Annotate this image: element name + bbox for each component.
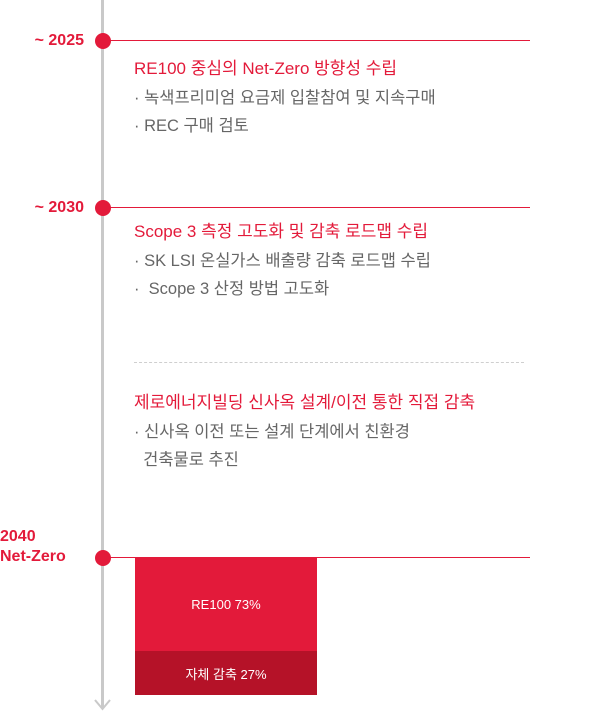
milestone-label-2040: 2040 Net-Zero: [0, 527, 86, 567]
dashed-separator: [134, 362, 524, 363]
milestone-line-2030: [104, 207, 530, 208]
milestone-block-2025: RE100 중심의 Net-Zero 방향성 수립 · 녹색프리미엄 요금제 입…: [134, 57, 436, 140]
milestone-block-2030-sub: 제로에너지빌딩 신사옥 설계/이전 통한 직접 감축 · 신사옥 이전 또는 설…: [134, 391, 475, 474]
block-title: 제로에너지빌딩 신사옥 설계/이전 통한 직접 감축: [134, 393, 476, 412]
milestone-year: 2040: [0, 528, 36, 545]
bar-label: 자체 감축 27%: [185, 666, 267, 682]
milestone-dot-2040: [95, 550, 111, 566]
block-title: Scope 3 측정 고도화 및 감축 로드맵 수립: [134, 222, 429, 241]
block-item: 건축물로 추진: [134, 451, 239, 469]
block-item: · 신사옥 이전 또는 설계 단계에서 친환경: [134, 423, 410, 441]
block-item: · Scope 3 산정 방법 고도화: [134, 280, 330, 298]
block-item: · SK LSI 온실가스 배출량 감축 로드맵 수립: [134, 252, 431, 270]
bar-label: RE100 73%: [191, 597, 261, 612]
block-title: RE100 중심의 Net-Zero 방향성 수립: [134, 59, 398, 78]
bar-segment-self-reduction: 자체 감축 27%: [135, 651, 317, 695]
block-item: · REC 구매 검토: [134, 117, 249, 135]
timeline-axis: [101, 0, 104, 708]
milestone-dot-2030: [95, 200, 111, 216]
milestone-label-2030: ~ 2030: [34, 199, 84, 216]
bar-segment-re100: RE100 73%: [135, 558, 317, 651]
milestone-label-2025: ~ 2025: [34, 32, 84, 49]
milestone-block-2030: Scope 3 측정 고도화 및 감축 로드맵 수립 · SK LSI 온실가스…: [134, 220, 431, 303]
milestone-line-2040: [104, 557, 530, 558]
block-item: · 녹색프리미엄 요금제 입찰참여 및 지속구매: [134, 89, 436, 107]
arrow-down-icon: [94, 699, 111, 711]
milestone-dot-2025: [95, 33, 111, 49]
milestone-line-2025: [104, 40, 530, 41]
milestone-goal: Net-Zero: [0, 548, 66, 565]
